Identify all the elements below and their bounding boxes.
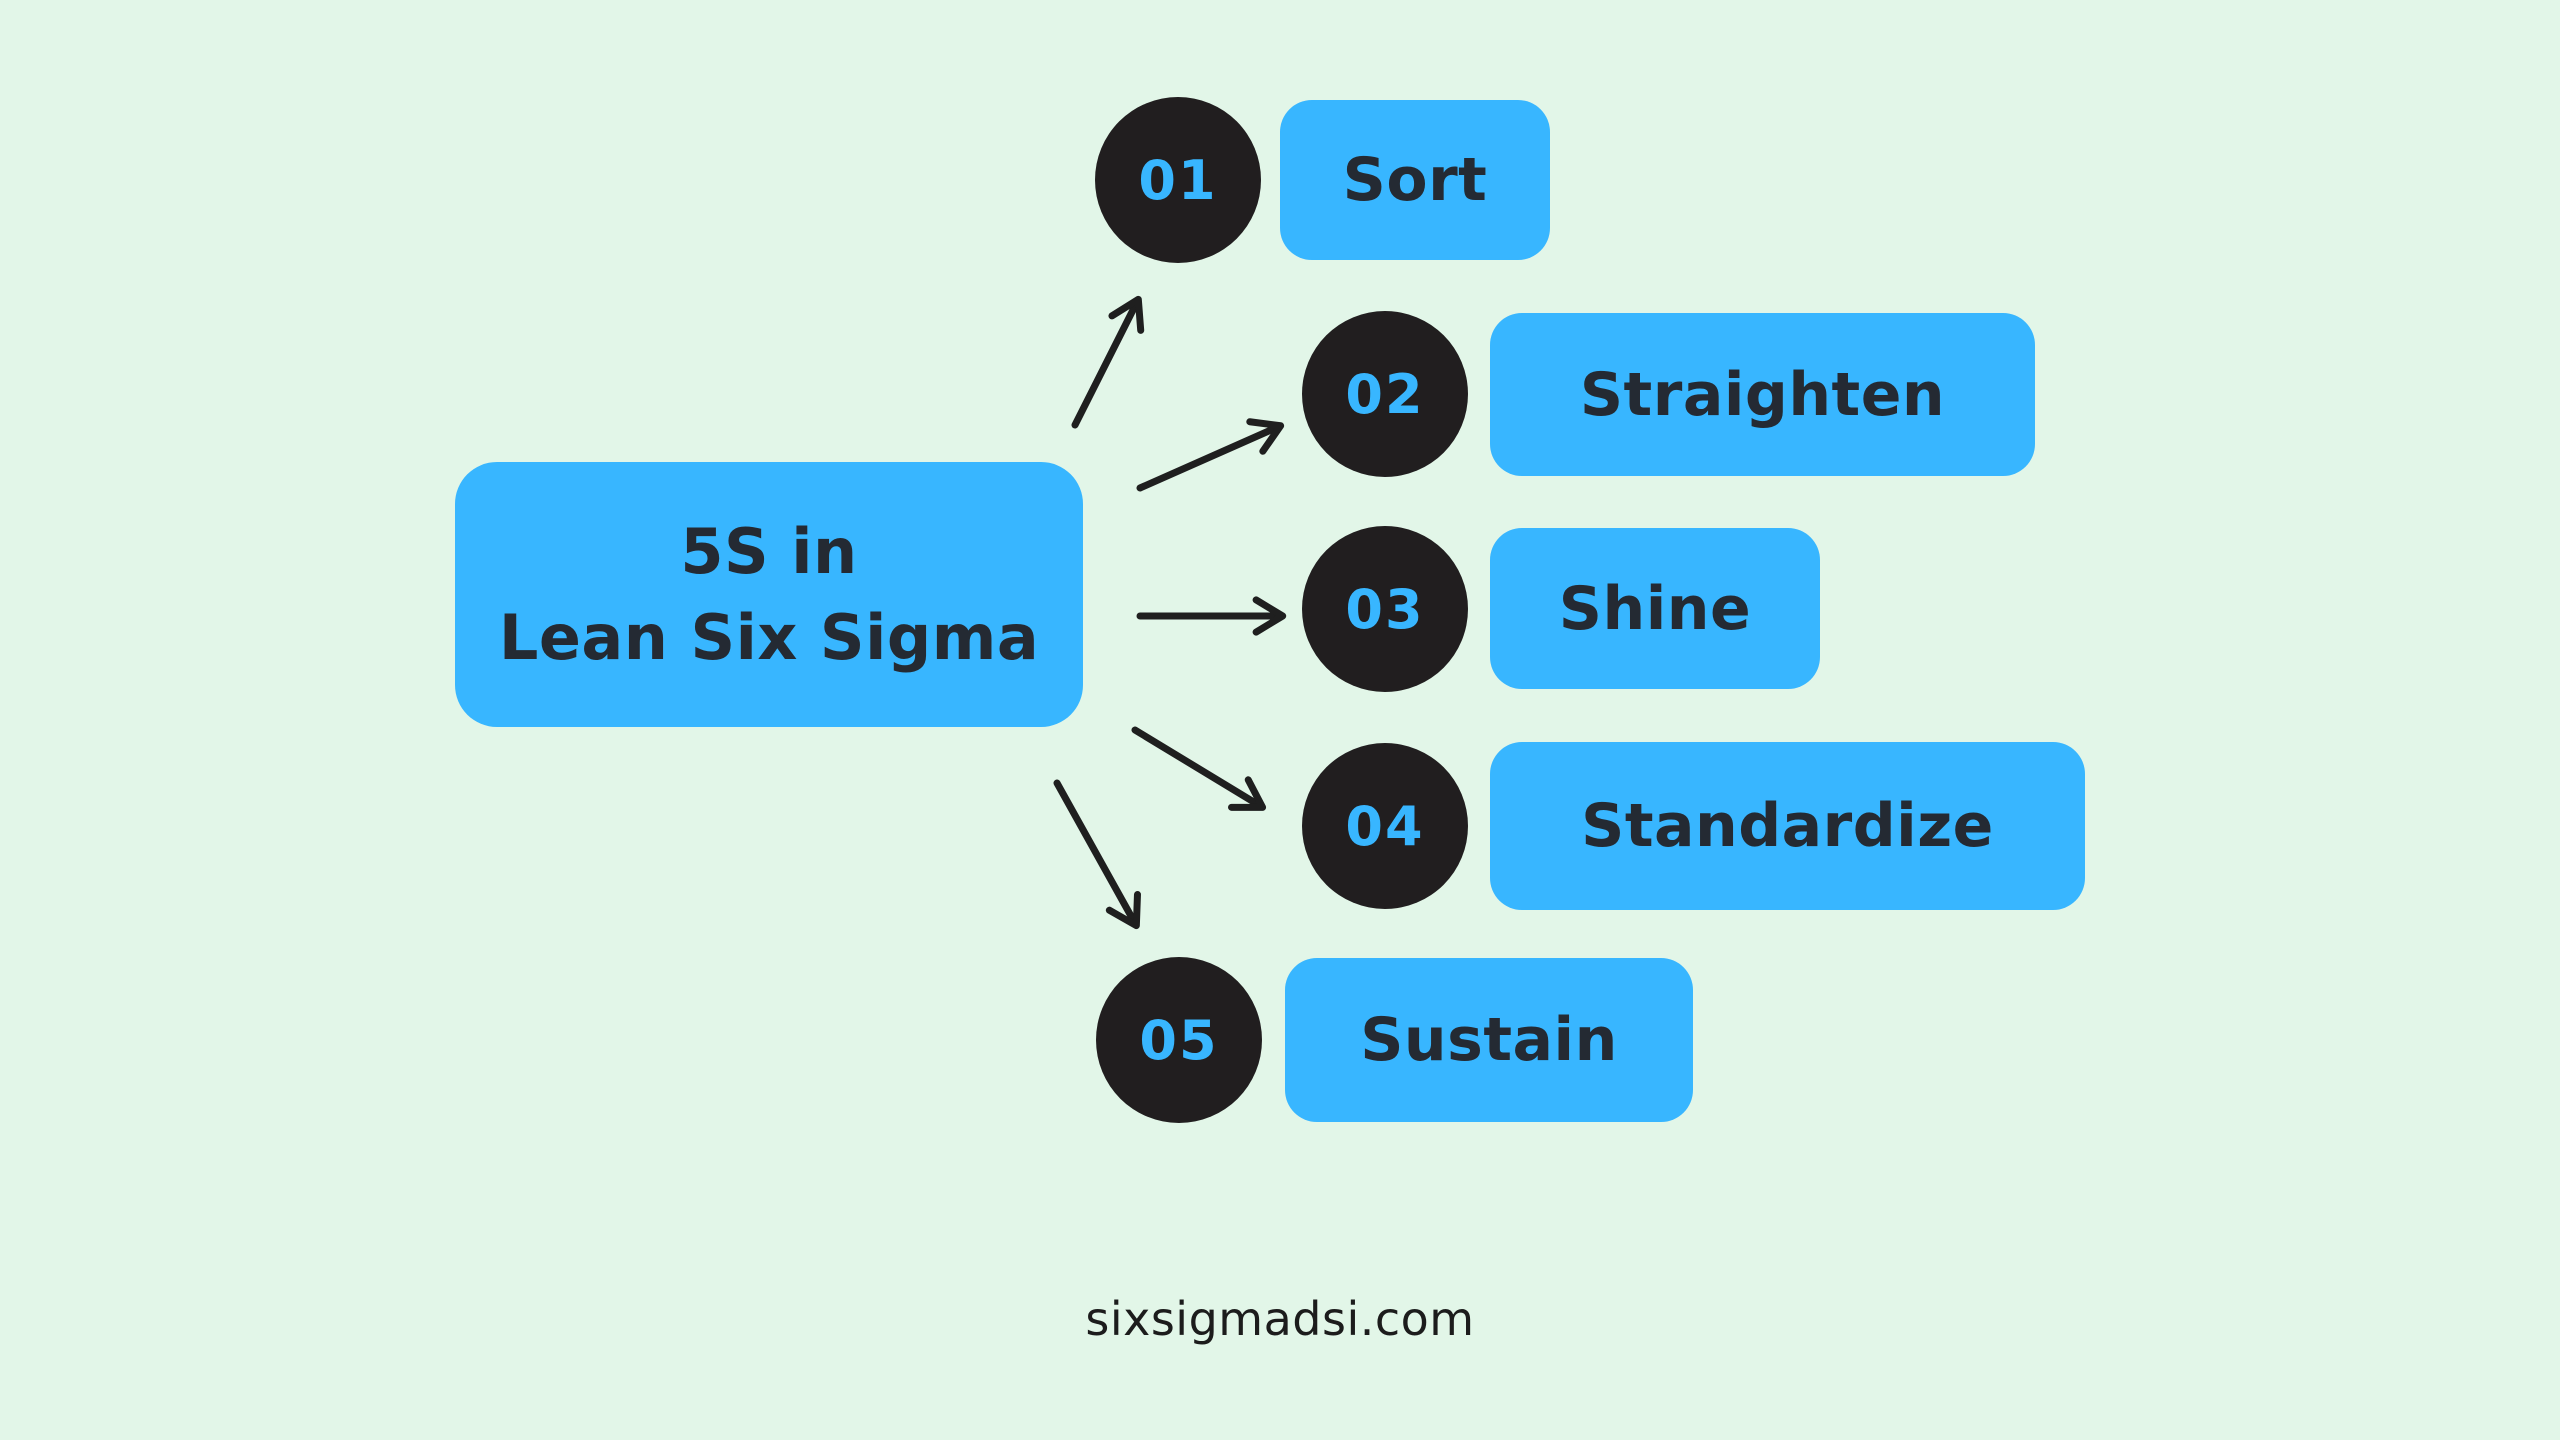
- step-label-standardize: Standardize: [1581, 791, 1994, 861]
- step-number-circle-03: 03: [1302, 526, 1468, 692]
- arrow-to-step-02: [1136, 418, 1285, 492]
- step-number-circle-02: 02: [1302, 311, 1468, 477]
- step-label-shine: Shine: [1558, 573, 1752, 644]
- step-number-circle-04: 04: [1302, 743, 1468, 909]
- step-number-03: 03: [1345, 577, 1425, 641]
- step-number-01: 01: [1138, 148, 1218, 212]
- step-number-circle-01: 01: [1095, 97, 1261, 263]
- step-number-04: 04: [1345, 794, 1425, 858]
- step-label-pill-sustain: Sustain: [1285, 958, 1693, 1122]
- step-number-02: 02: [1345, 362, 1425, 426]
- step-label-pill-shine: Shine: [1490, 528, 1820, 689]
- title-card: 5S in Lean Six Sigma: [455, 462, 1083, 727]
- arrow-to-step-05: [1053, 779, 1141, 930]
- footer-website-text: sixsigmadsi.com: [1085, 1292, 1475, 1346]
- step-label-sort: Sort: [1342, 145, 1488, 215]
- step-label-pill-standardize: Standardize: [1490, 742, 2085, 910]
- step-number-05: 05: [1139, 1008, 1219, 1072]
- step-label-pill-straighten: Straighten: [1490, 313, 2035, 476]
- arrow-to-step-04: [1131, 726, 1267, 811]
- title-line-2: Lean Six Sigma: [498, 600, 1040, 674]
- step-label-straighten: Straighten: [1579, 359, 1946, 430]
- title-line-1: 5S in: [680, 514, 858, 588]
- arrow-to-step-01: [1071, 295, 1145, 429]
- step-number-circle-05: 05: [1096, 957, 1262, 1123]
- step-label-pill-sort: Sort: [1280, 100, 1550, 260]
- step-label-sustain: Sustain: [1360, 1005, 1618, 1075]
